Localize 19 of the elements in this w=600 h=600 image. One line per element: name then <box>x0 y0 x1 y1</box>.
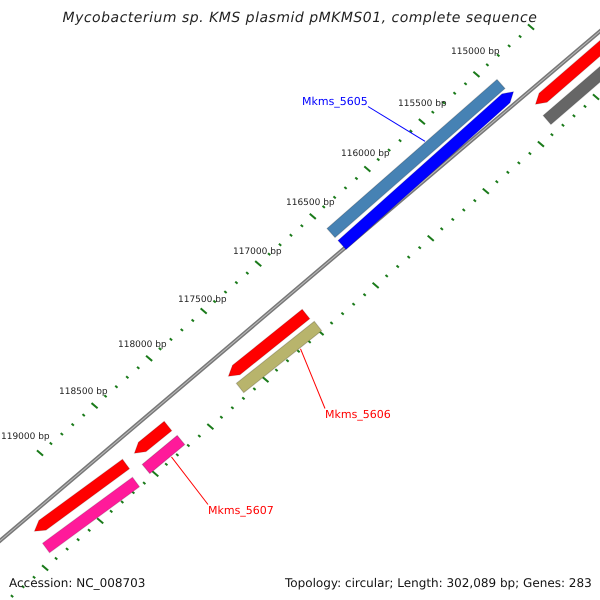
leader-line <box>368 106 426 142</box>
scale-label: 116500 bp <box>286 198 335 208</box>
scale-label: 115500 bp <box>398 100 447 108</box>
scale-label: 117000 bp <box>233 248 282 256</box>
gene-label: Mkms_5606 <box>325 408 391 420</box>
scale-label: 116000 bp <box>341 150 390 158</box>
accession-note: Accession: NC_008703 <box>9 577 146 589</box>
gene-label: Mkms_5607 <box>208 504 274 516</box>
gene-bar <box>236 320 322 394</box>
scale-label: 118500 bp <box>59 388 108 396</box>
leader-line <box>300 348 326 409</box>
diagram-title: Mycobacterium sp. KMS plasmid pMKMS01, complete sequence <box>62 11 538 25</box>
scale-label: 117500 bp <box>178 296 227 304</box>
gene-label: Mkms_5605 <box>302 96 368 106</box>
topology-note: Topology: circular; Length: 302,089 bp; Genes: 283 <box>285 577 592 589</box>
gene-bar <box>142 434 186 474</box>
scale-label: 115000 bp <box>451 48 500 56</box>
scale-label: 119000 bp <box>1 432 50 442</box>
scale-label: 118000 bp <box>118 340 167 350</box>
